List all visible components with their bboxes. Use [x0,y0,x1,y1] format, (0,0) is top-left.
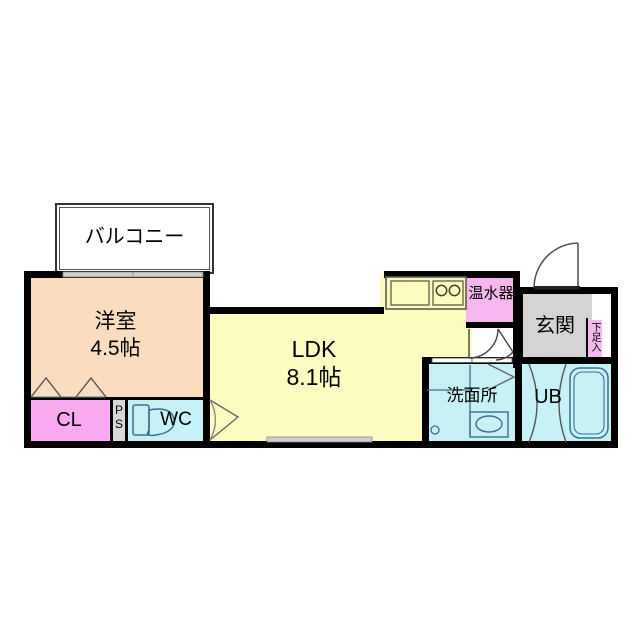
wall-bottom-ldk [204,441,426,448]
wall-washitsu-top [24,271,210,278]
water-heater-door-icon [468,328,514,361]
wall-heater-bottom [466,322,520,328]
room-fill-water-heater [466,276,518,328]
room-fill-ldk [204,312,424,444]
room-fill-kitchen-strip [380,274,468,314]
divider-closet-top [27,397,204,400]
wall-ldk-top [204,307,384,314]
room-fill-ps [112,399,127,444]
wall-washroom-top [422,357,520,364]
genkan-label: 玄関 [535,315,575,337]
ldk-label: LDK [291,336,337,362]
wall-washitsu-right [203,271,210,448]
ldk-size-label: 8.1帖 [286,364,342,390]
shoe-cabinet-label: 下足入 [589,322,600,352]
wall-bottom-left [24,441,210,448]
wc-label: WC [160,409,192,430]
wall-genkan-bottom [516,357,618,364]
room-fill-closet [27,399,111,444]
washitsu-label: 洋室 [94,310,137,333]
divider-ps-wc [125,399,128,444]
wall-genkan-top [516,287,618,294]
unit-bath-label: UB [534,386,562,408]
room-fill-genkan [522,292,592,363]
room-fill-shoe-cabinet [588,320,602,363]
wall-washroom-ub-divider [515,363,522,448]
ps-label: PS [112,403,126,431]
divider-closet-ps [110,399,113,444]
wall-washroom-left [422,357,429,448]
water-heater-label: 温水器 [468,285,514,302]
divider-shoe-cabinet [586,318,588,364]
wall-kitchen-top [384,271,520,278]
wall-genkan-right [611,287,618,448]
entrance-door-icon [533,242,580,290]
balcony-label: バルコニー [84,226,185,248]
room-fill-kitchen-corridor [424,312,472,364]
wall-washitsu-left [24,271,31,448]
wall-entry-nook-left [516,287,523,364]
washitsu-size-label: 4.5帖 [90,337,141,360]
washroom-label: 洗面所 [446,386,498,405]
balcony-outline-inner [59,207,210,270]
closet-label: CL [56,409,82,431]
